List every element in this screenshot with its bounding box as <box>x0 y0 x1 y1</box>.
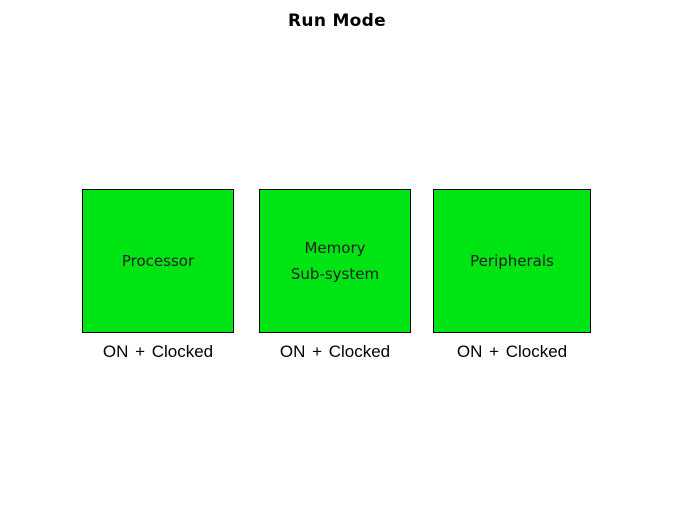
peripherals-block-label: Peripherals <box>470 252 554 270</box>
slide-title: Run Mode <box>288 11 386 31</box>
memory-block: Memory Sub-system <box>259 189 411 333</box>
processor-block-label: Processor <box>121 252 195 270</box>
memory-block-label: Memory Sub-system <box>290 239 380 283</box>
processor-status: ON + Clocked <box>102 342 214 361</box>
memory-block-group: Memory Sub-system ON + Clocked <box>259 189 411 362</box>
peripherals-block-group: Peripherals ON + Clocked <box>433 189 591 362</box>
processor-block: Processor <box>82 189 234 333</box>
peripherals-block: Peripherals <box>433 189 591 333</box>
peripherals-status: ON + Clocked <box>456 342 568 361</box>
processor-block-group: Processor ON + Clocked <box>82 189 234 362</box>
memory-status: ON + Clocked <box>279 342 391 361</box>
